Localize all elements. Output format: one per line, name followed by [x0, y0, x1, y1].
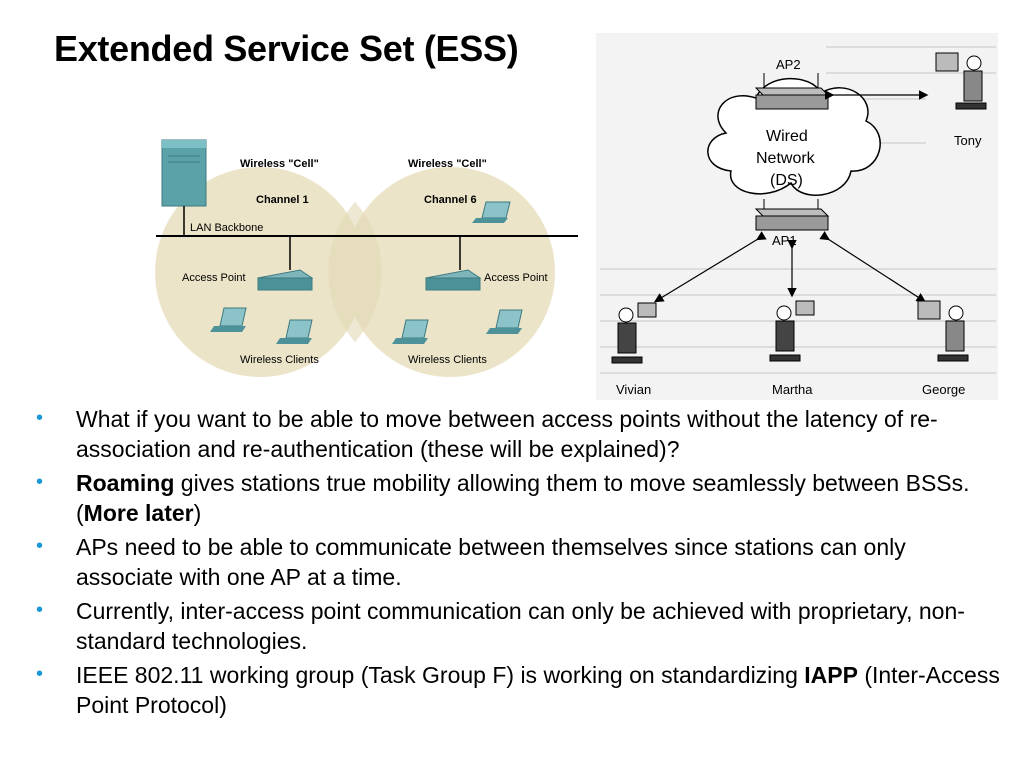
cell1-title: Wireless "Cell"	[240, 158, 319, 170]
channel1-label: Channel 1	[256, 194, 309, 206]
ap1-icon	[754, 199, 830, 231]
bullet-item: • APs need to be able to communicate bet…	[36, 534, 906, 590]
laptop-icon	[486, 309, 523, 334]
laptop-icon	[210, 307, 247, 332]
bullet-glyph: •	[36, 599, 44, 621]
wired-label-3: (DS)	[770, 172, 803, 189]
tony-label: Tony	[954, 133, 982, 148]
clients-right-label: Wireless Clients	[408, 354, 487, 366]
wired-label-1: Wired	[766, 128, 808, 145]
martha-label: Martha	[772, 382, 813, 397]
vivian-label: Vivian	[616, 382, 651, 397]
george-label: George	[922, 382, 965, 397]
access-point-right-icon	[424, 269, 482, 291]
ap2-label: AP2	[776, 57, 801, 72]
bullet-item: • Currently, inter-access point communic…	[36, 598, 965, 654]
bullet-glyph: •	[36, 663, 44, 685]
ess-cells-diagram: LAN Backbone Wireless "Cell" Wireless "C…	[155, 139, 578, 377]
bullet-glyph: •	[36, 535, 44, 557]
laptop-icon	[392, 319, 429, 344]
cell2-title: Wireless "Cell"	[408, 158, 487, 170]
wireless-cell-left	[155, 167, 365, 377]
george-workstation-icon	[917, 300, 969, 362]
clients-left-label: Wireless Clients	[240, 354, 319, 366]
server-icon	[161, 139, 207, 236]
channel6-label: Channel 6	[424, 194, 477, 206]
bullet-item: • Roaming gives stations true mobility a…	[36, 470, 970, 526]
vivian-workstation-icon	[611, 302, 657, 364]
bullet-item: • IEEE 802.11 working group (Task Group …	[36, 662, 1000, 718]
arrow-ap1-george	[819, 231, 927, 303]
roaming-ds-diagram: Wired Network (DS) AP2 AP1 Tony	[596, 33, 998, 400]
laptop-icon	[276, 319, 313, 344]
bullet-glyph: •	[36, 471, 44, 493]
ap1-label: AP1	[772, 233, 797, 248]
martha-workstation-icon	[769, 300, 815, 362]
access-point-left-label: Access Point	[182, 272, 246, 284]
access-point-right-label: Access Point	[484, 272, 548, 284]
tony-workstation-icon	[935, 52, 987, 110]
bullet-item: • What if you want to be able to move be…	[36, 406, 938, 462]
access-point-left-icon	[256, 269, 314, 291]
wired-label-2: Network	[756, 150, 816, 167]
slide-title: Extended Service Set (ESS)	[54, 28, 519, 69]
arrow-ap1-vivian	[653, 231, 767, 303]
bullet-glyph: •	[36, 407, 44, 429]
laptop-icon	[472, 201, 511, 223]
bullet-list: • What if you want to be able to move be…	[36, 404, 1006, 724]
lan-backbone-label: LAN Backbone	[190, 222, 263, 234]
